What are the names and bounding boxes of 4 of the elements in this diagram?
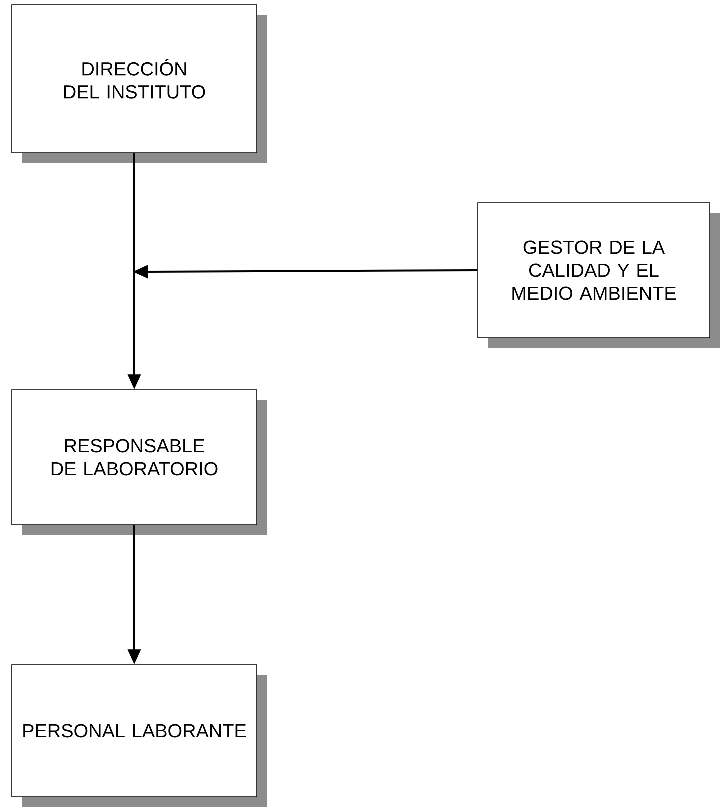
process-box: DIRECCIÓN DEL INSTITUTO bbox=[12, 4, 267, 163]
process-box: GESTOR DE LA CALIDAD Y EL MEDIO AMBIENTE bbox=[478, 202, 720, 348]
process-box: PERSONAL LABORANTE bbox=[12, 664, 267, 807]
process-box: RESPONSABLE DE LABORATORIO bbox=[12, 390, 267, 535]
